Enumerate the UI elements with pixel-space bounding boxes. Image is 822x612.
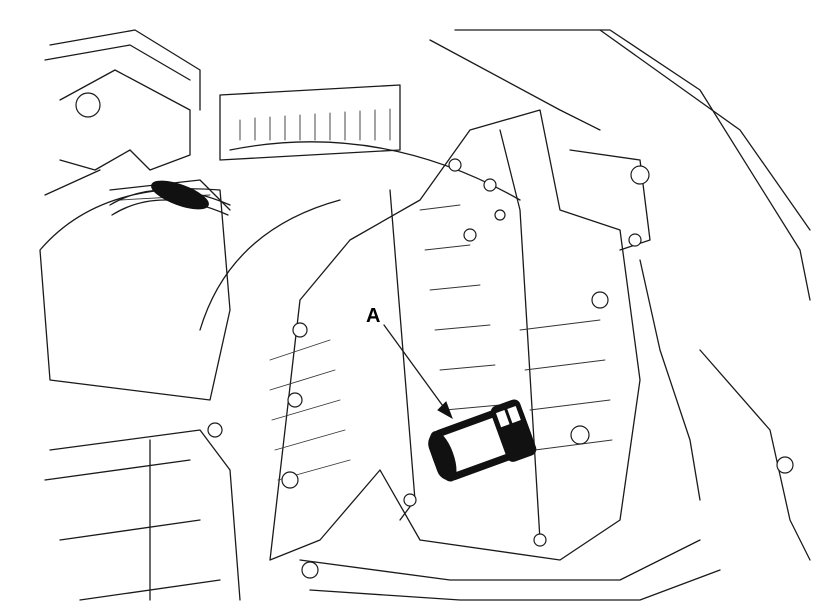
housing-arc: [39, 141, 521, 401]
solenoid-component: [428, 399, 537, 482]
bottom-strip: [299, 539, 721, 601]
callout-label-a: A: [366, 305, 380, 327]
callout-a: A: [366, 305, 453, 420]
hose-clamp: [109, 180, 231, 216]
lower-rails: [44, 422, 241, 601]
bracket: [429, 29, 811, 301]
comb-rib: [219, 84, 401, 161]
valve-body: [269, 109, 641, 579]
side-bracket: [569, 149, 811, 561]
frame-outline: [44, 29, 201, 196]
